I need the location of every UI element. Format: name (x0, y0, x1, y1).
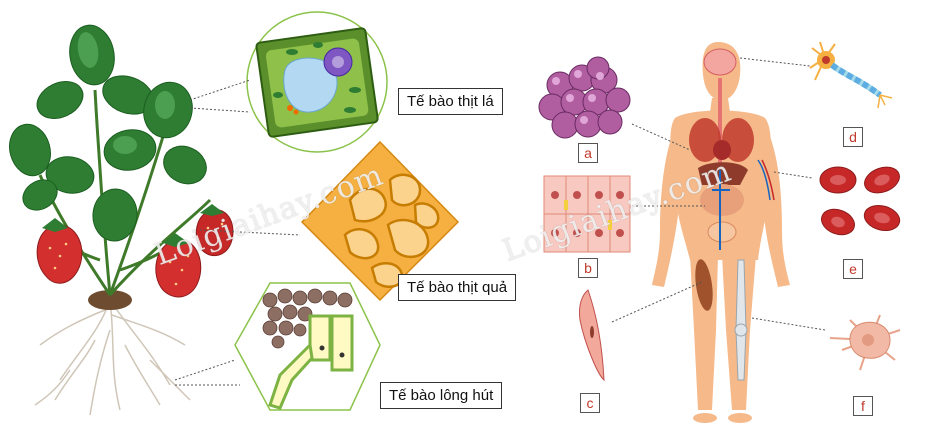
label-root-hair-cell: Tế bào lông hút (380, 382, 503, 409)
cell-b-illustration (543, 175, 631, 253)
human-body (652, 42, 790, 423)
letter-f: f (853, 396, 873, 416)
letter-c: c (580, 393, 600, 413)
plant-leaves (9, 24, 207, 242)
cell-c-illustration (579, 289, 605, 382)
letter-b: b (578, 258, 598, 278)
pointer-f (751, 317, 826, 331)
pointer-d (739, 57, 811, 67)
pointer-a (631, 123, 691, 151)
cell-f-illustration (829, 314, 901, 371)
plant-roots (34, 299, 191, 416)
fruit-cell-illustration (199, 140, 460, 302)
strawberry-plant (9, 24, 234, 416)
leaf-cell-illustration (189, 11, 388, 153)
pointer-c (611, 281, 703, 323)
cell-e-illustration (819, 166, 901, 236)
letter-a: a (578, 143, 598, 163)
strawberries (36, 204, 234, 298)
cell-d-illustration (809, 41, 893, 109)
label-leaf-cell: Tế bào thịt lá (398, 88, 503, 115)
letter-d: d (843, 127, 863, 147)
root-hair-cell-illustration (174, 282, 381, 411)
cell-a-illustration (538, 56, 631, 139)
pointer-e (773, 171, 813, 179)
label-fruit-cell: Tế bào thịt quả (398, 274, 517, 301)
letter-e: e (843, 259, 863, 279)
